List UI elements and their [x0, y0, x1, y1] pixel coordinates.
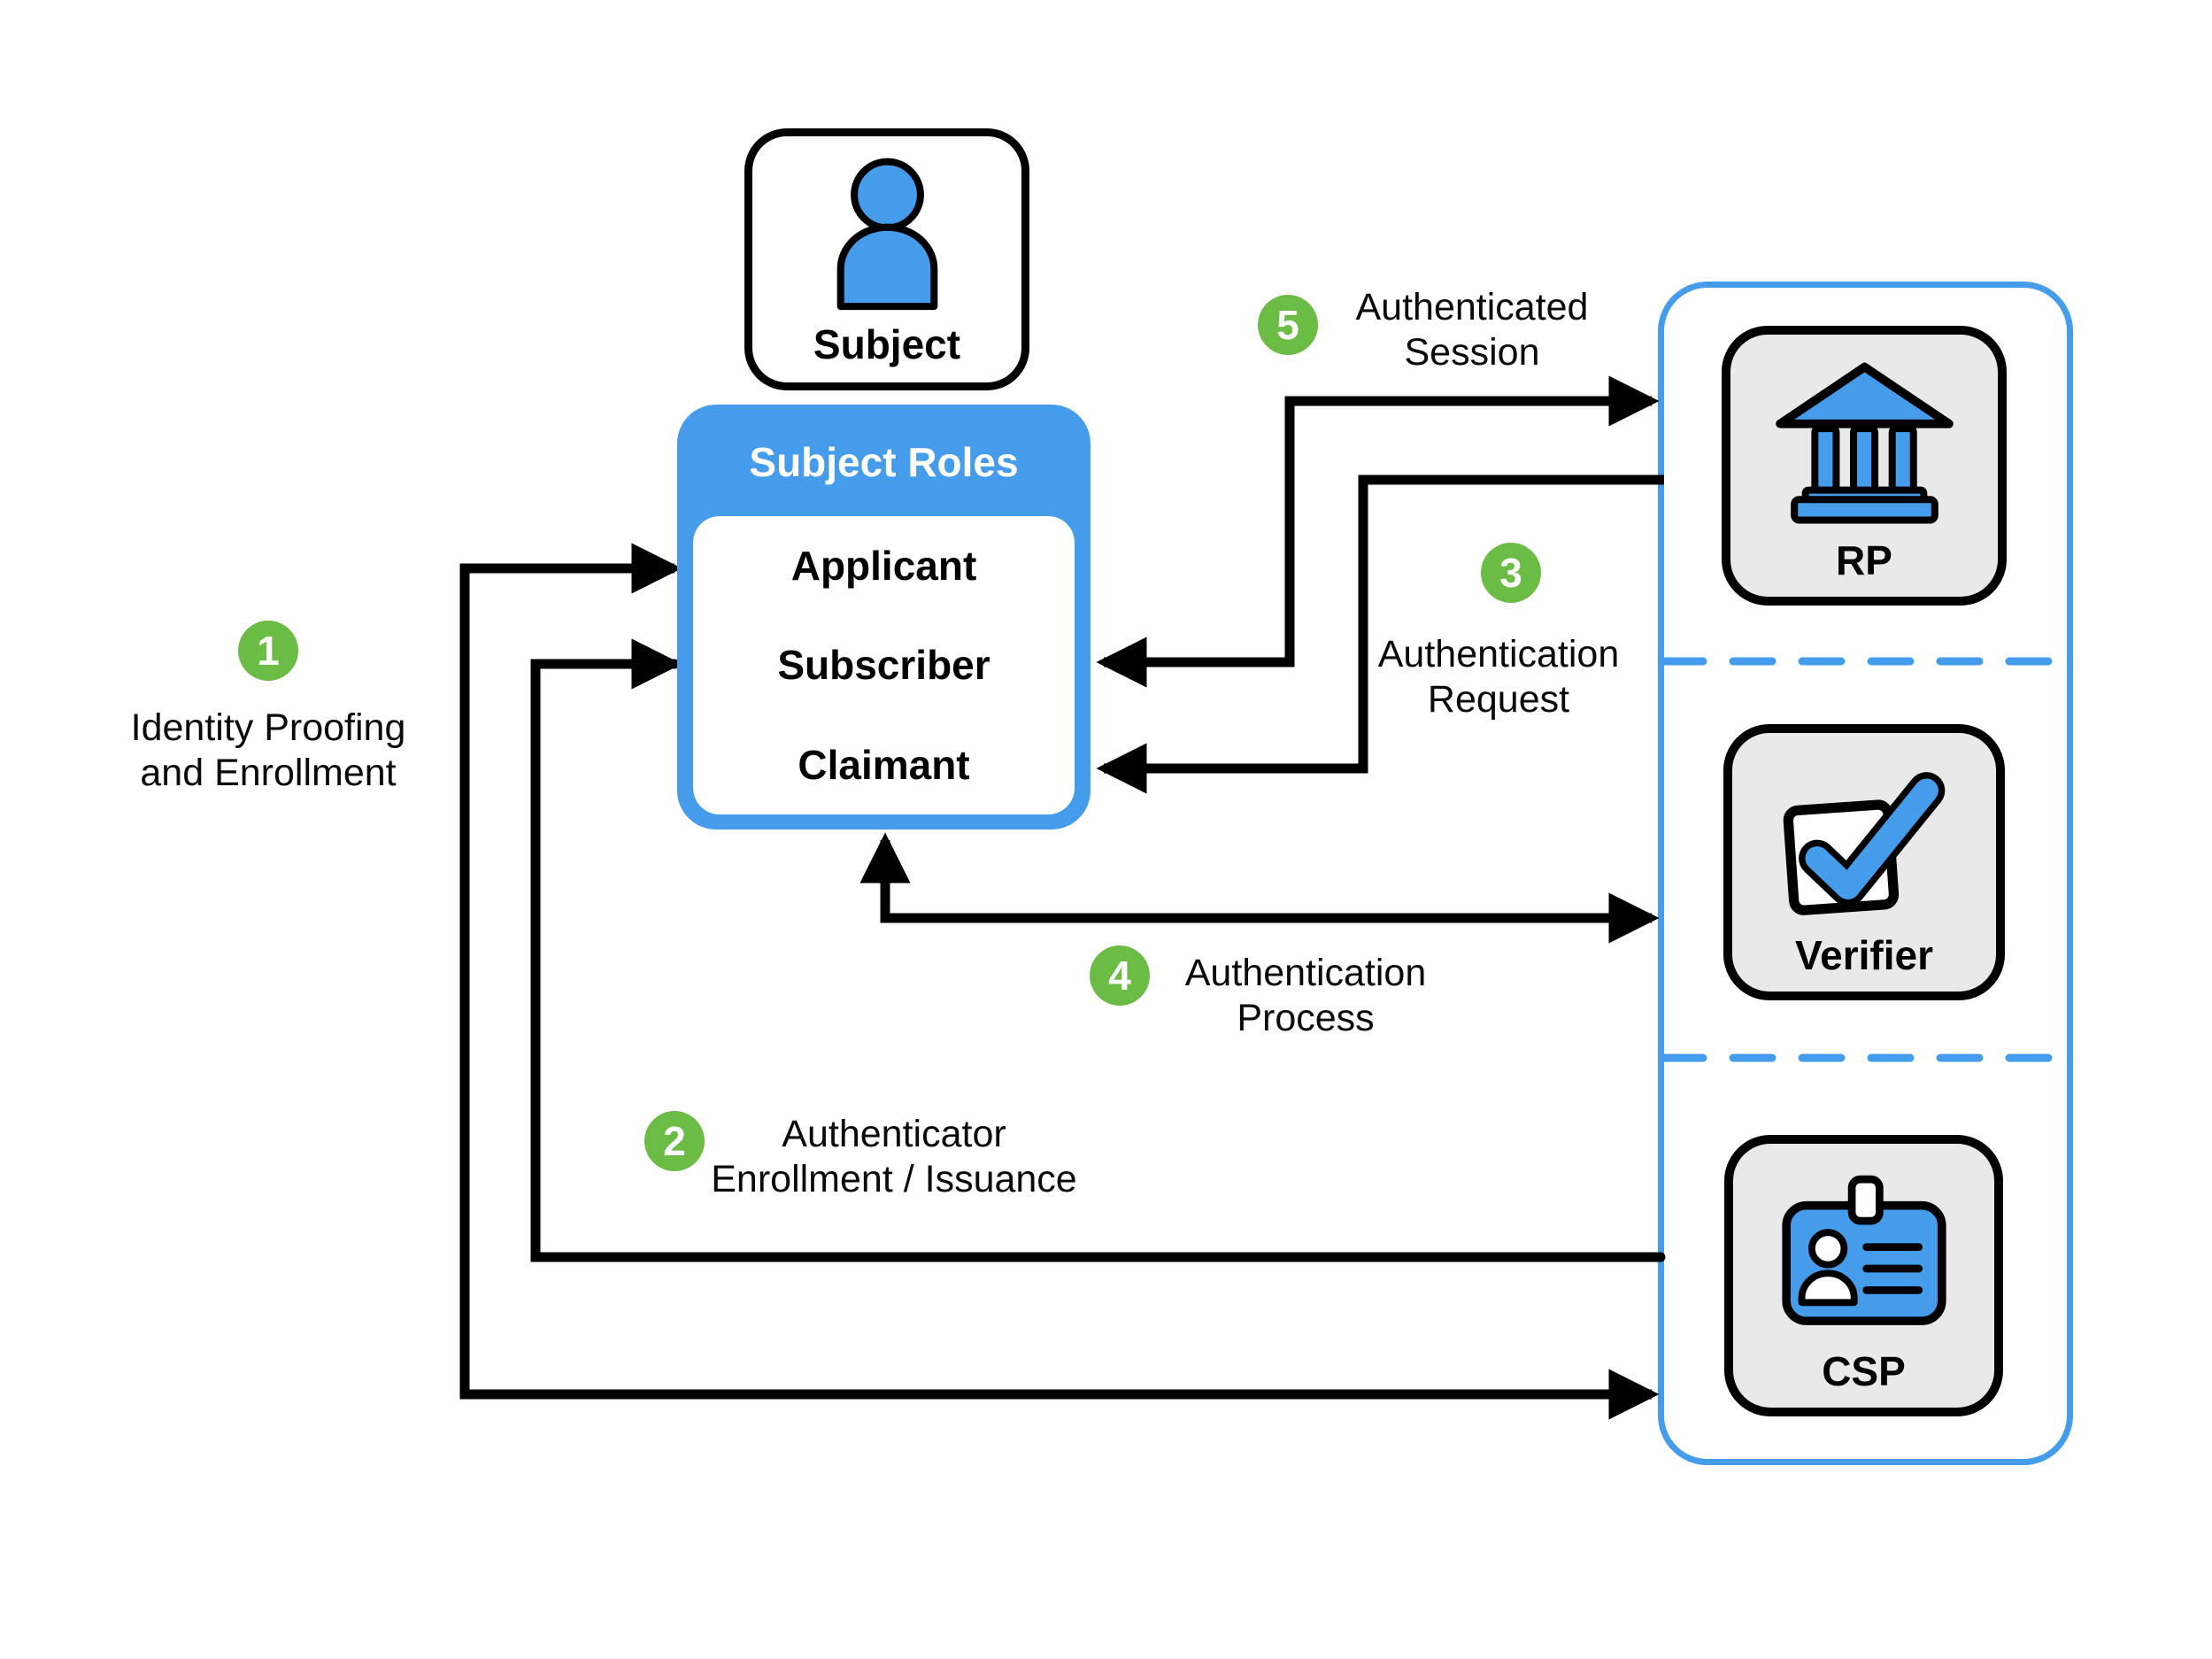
csp-label: CSP	[1822, 1348, 1906, 1394]
subject-roles-title: Subject Roles	[749, 439, 1019, 485]
arrow-authentication-request	[1096, 475, 1664, 794]
flow-label-line: Authentication	[1377, 633, 1620, 675]
role-applicant-label: Applicant	[790, 543, 977, 590]
subject-roles-box: Subject Roles Applicant Subscriber Claim…	[677, 405, 1091, 830]
flow-label-line: Session	[1404, 331, 1540, 374]
role-claimant: Claimant	[693, 715, 1075, 814]
subject-roles-inner: Applicant Subscriber Claimant	[693, 516, 1075, 814]
flow-badge-4: 4	[1090, 945, 1150, 1006]
role-claimant-label: Claimant	[798, 741, 970, 788]
role-subscriber-label: Subscriber	[777, 642, 990, 689]
flow-badge-2-number: 2	[663, 1118, 686, 1164]
subject-box: Subject	[744, 128, 1029, 390]
flow-label-authentication-process: Authentication Process	[1084, 951, 1527, 1041]
checkmark-icon	[1776, 749, 1953, 931]
rp-label: RP	[1836, 537, 1892, 583]
verifier-label: Verifier	[1795, 932, 1933, 978]
flow-label-line: Authenticated	[1355, 286, 1589, 328]
flow-badge-3: 3	[1481, 543, 1541, 603]
id-card-icon	[1776, 1160, 1953, 1347]
flow-badge-3-number: 3	[1499, 550, 1522, 596]
flow-badge-4-number: 4	[1108, 953, 1131, 999]
flow-label-authentication-request: Authentication Request	[1277, 632, 1720, 722]
flow-label-line: Authenticator	[782, 1113, 1006, 1155]
role-subscriber: Subscriber	[693, 615, 1075, 714]
arrow-authentication-process	[859, 832, 1660, 944]
csp-card: CSP	[1724, 1135, 2003, 1416]
flow-label-authenticated-session: Authenticated Session	[1251, 285, 1693, 375]
flow-label-line: Request	[1427, 678, 1570, 721]
flow-badge-1: 1	[238, 621, 298, 681]
arrow-authenticated-session	[1096, 375, 1660, 688]
rp-card: RP	[1722, 326, 2007, 606]
verifier-card: Verifier	[1723, 724, 2005, 1000]
subject-label: Subject	[813, 321, 961, 367]
bank-icon	[1774, 351, 1955, 536]
person-icon	[819, 156, 956, 312]
flow-badge-5: 5	[1258, 295, 1318, 355]
flow-badge-2: 2	[644, 1111, 705, 1171]
flow-label-line: Authentication	[1184, 952, 1427, 994]
flow-label-line: Enrollment / Issuance	[711, 1158, 1077, 1200]
flow-label-line: Identity Proofing	[130, 706, 406, 749]
flow-badge-1-number: 1	[257, 628, 280, 674]
flow-label-line: and Enrollment	[140, 752, 397, 794]
flow-label-identity-proofing: Identity Proofing and Enrollment	[47, 706, 489, 796]
flow-badge-5-number: 5	[1276, 302, 1299, 348]
flow-label-line: Process	[1237, 997, 1375, 1039]
flow-label-authenticator-enrollment: Authenticator Enrollment / Issuance	[673, 1112, 1115, 1202]
role-applicant: Applicant	[693, 516, 1075, 615]
